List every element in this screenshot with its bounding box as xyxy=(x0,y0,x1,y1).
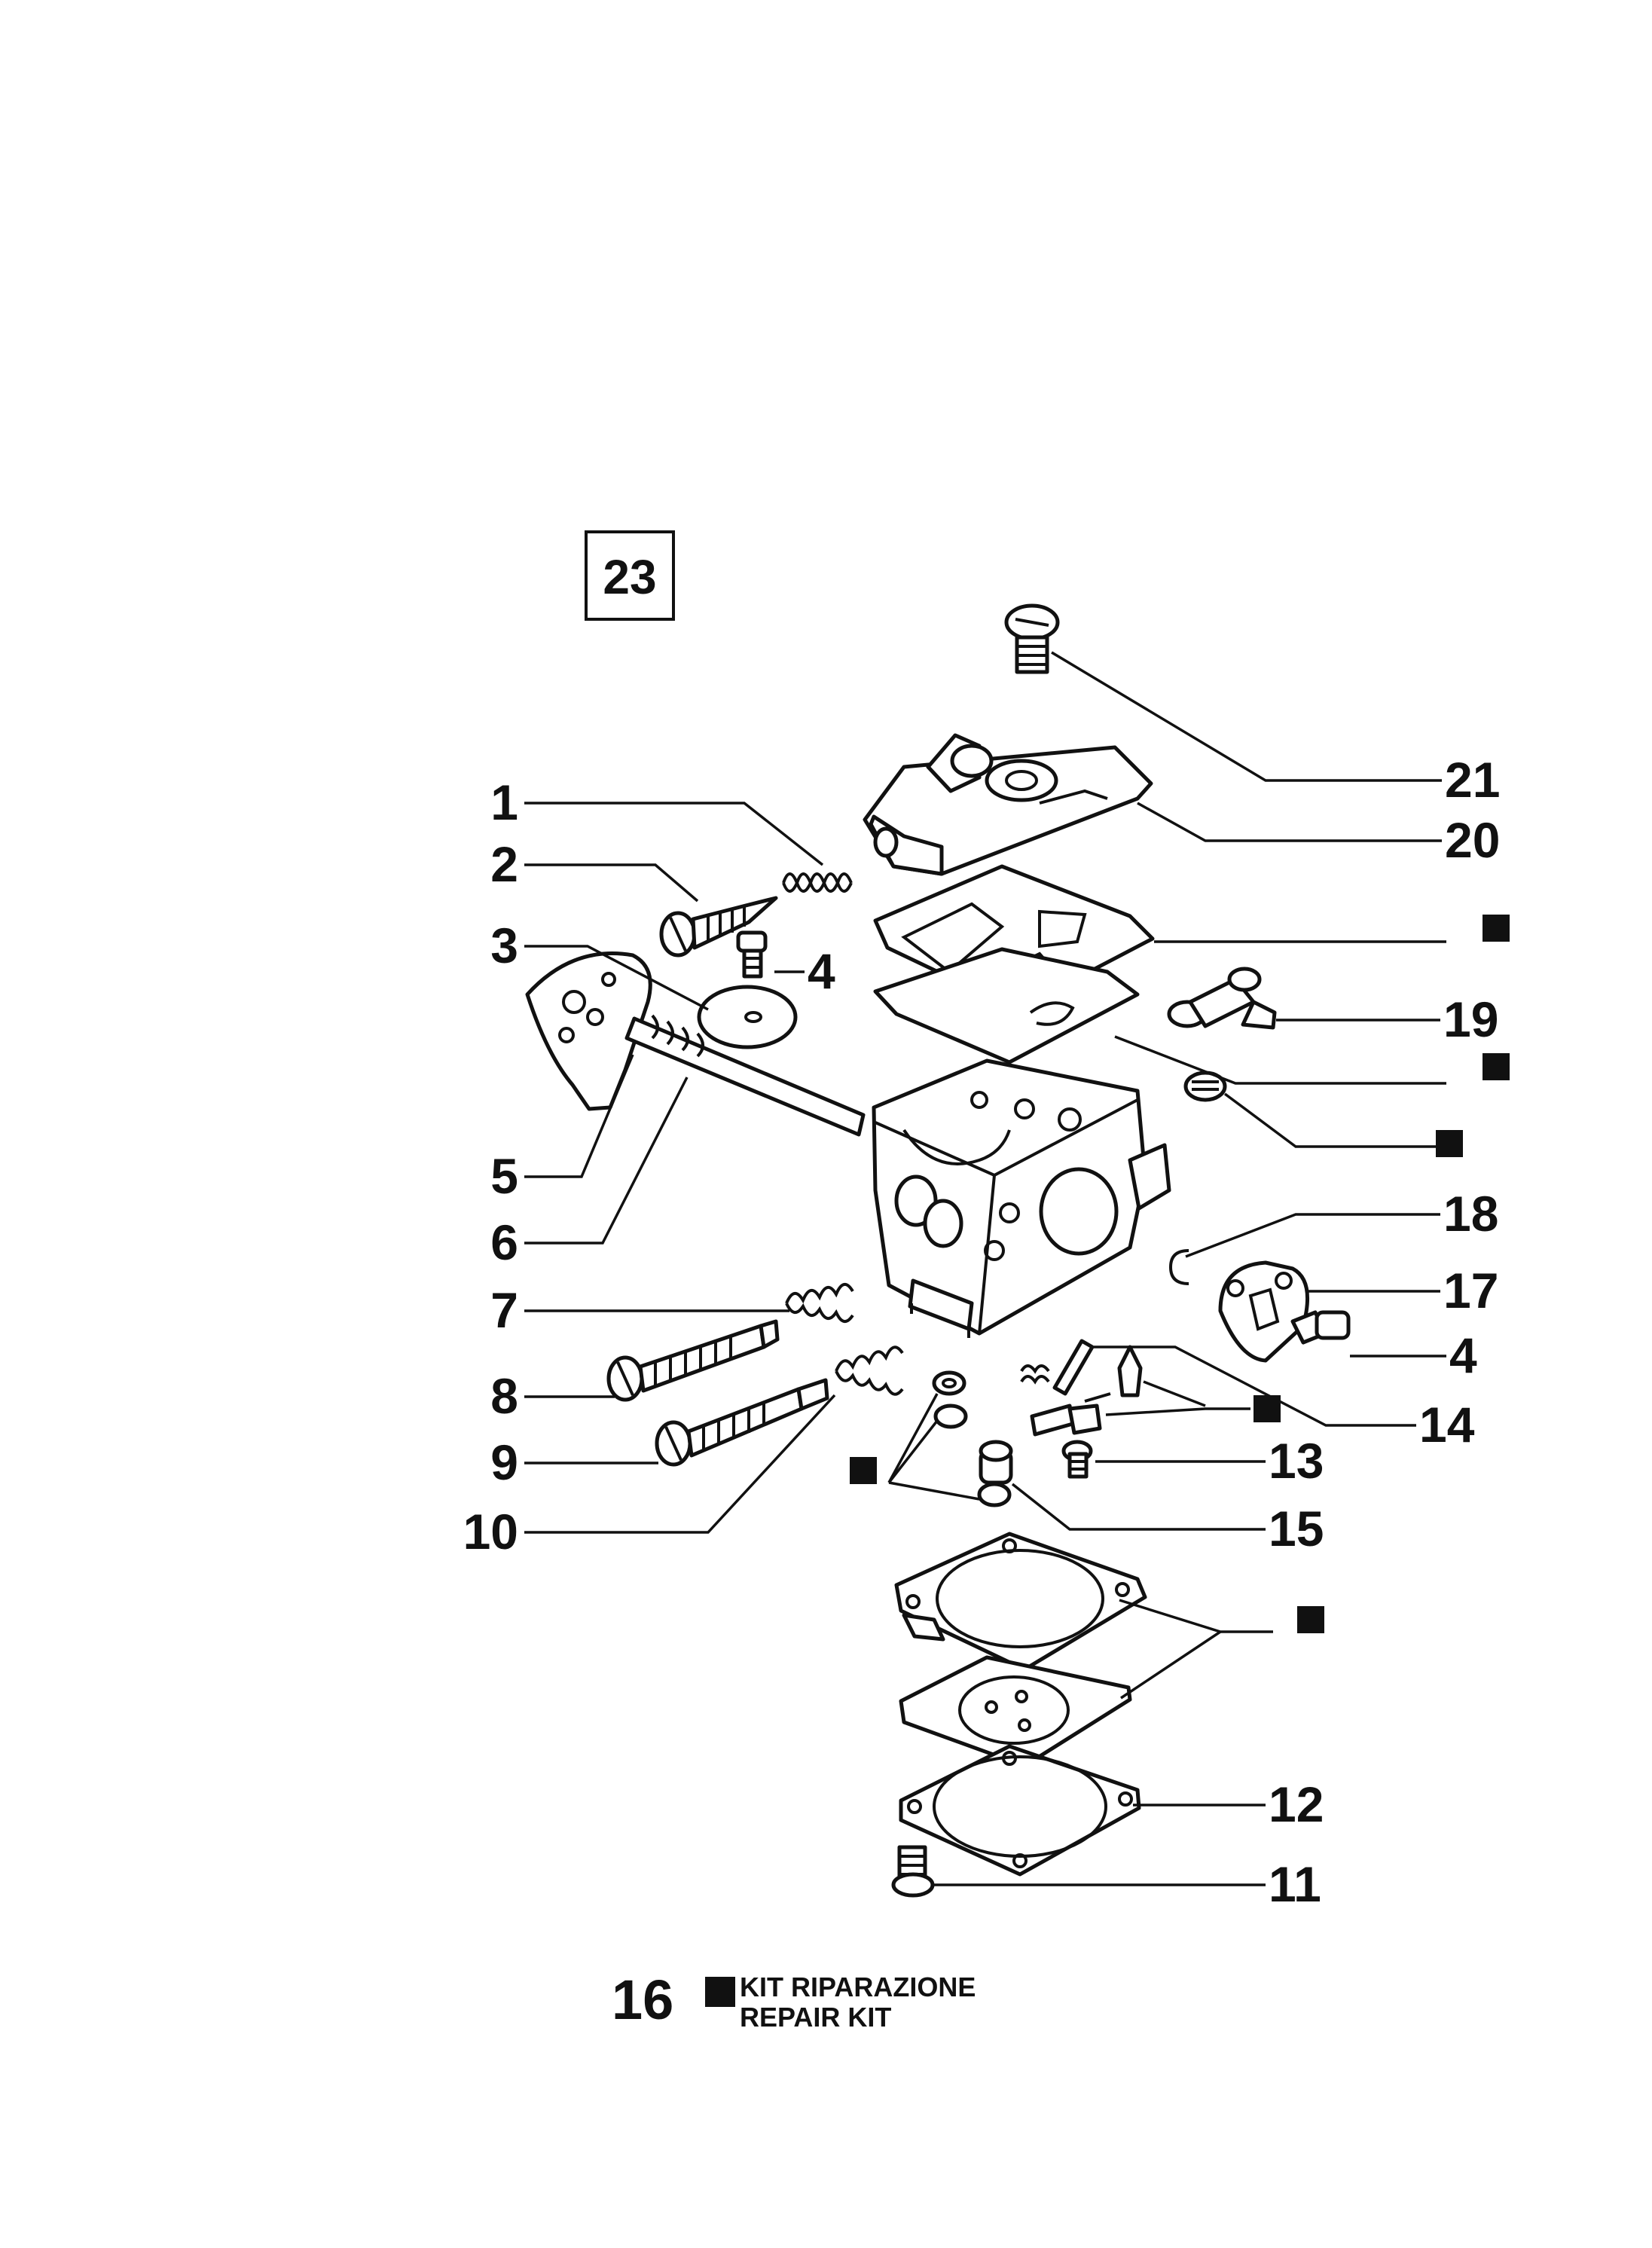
callout-11: 11 xyxy=(1269,1856,1321,1912)
upper-gasket-2 xyxy=(873,947,1140,1064)
part-18-clip xyxy=(1168,1249,1189,1285)
washers xyxy=(932,1370,1012,1507)
part-15-seat xyxy=(979,1440,1013,1485)
part-2-needle-screw xyxy=(659,896,778,958)
legend: 16 KIT RIPARAZIONE REPAIR KIT xyxy=(612,1969,976,2033)
callout-4a: 4 xyxy=(808,943,835,999)
callout-7: 7 xyxy=(490,1282,518,1338)
part-12-cover xyxy=(899,1744,1141,1877)
legend-line-1: KIT RIPARAZIONE xyxy=(740,1972,976,2002)
kit-marker-lower-gaskets xyxy=(1297,1606,1324,1633)
part-7-spring xyxy=(785,1283,854,1323)
part-13-screw xyxy=(1061,1440,1093,1479)
part-21-screw xyxy=(1004,603,1060,674)
callout-6: 6 xyxy=(490,1214,518,1270)
callout-2: 2 xyxy=(490,836,518,892)
callout-1: 1 xyxy=(490,774,518,830)
part-1-spring xyxy=(782,872,853,893)
repair-kit-markers xyxy=(850,915,1510,1633)
part-9-adjust-screw xyxy=(655,1378,829,1467)
callout-10: 10 xyxy=(463,1504,518,1559)
callout-5: 5 xyxy=(490,1148,518,1204)
leader-lines xyxy=(524,651,1446,1886)
part-4-screw-upper xyxy=(736,930,768,979)
part-4-screw-lower xyxy=(1290,1310,1351,1345)
part-3-disc xyxy=(697,985,798,1049)
part-19-elbow xyxy=(1167,967,1277,1030)
figure-number: 23 xyxy=(603,550,656,604)
legend-line-2: REPAIR KIT xyxy=(740,2002,891,2033)
kit-marker-gasket-2 xyxy=(1483,1053,1510,1080)
callout-18: 18 xyxy=(1443,1186,1498,1242)
carburetor-body xyxy=(872,1058,1171,1338)
diaphragm xyxy=(899,1655,1132,1768)
callout-14: 14 xyxy=(1419,1397,1475,1452)
callout-15: 15 xyxy=(1269,1501,1324,1556)
callout-19: 19 xyxy=(1443,991,1498,1047)
callout-3: 3 xyxy=(490,918,518,973)
part-5-6-lever-shaft xyxy=(525,951,866,1137)
part-20-cover xyxy=(863,733,1153,876)
kit-marker-filter xyxy=(1436,1130,1463,1157)
callout-9: 9 xyxy=(490,1434,518,1490)
lower-gasket xyxy=(894,1532,1147,1672)
kit-marker-needle-lever xyxy=(1254,1395,1281,1422)
callout-17: 17 xyxy=(1443,1263,1498,1318)
callout-12: 12 xyxy=(1269,1776,1324,1832)
callout-20: 20 xyxy=(1445,812,1500,868)
filter-screen xyxy=(1183,1071,1227,1102)
callout-13: 13 xyxy=(1269,1433,1324,1489)
part-17-plate xyxy=(1218,1260,1309,1363)
part-11-screw xyxy=(891,1845,935,1898)
callout-4b: 4 xyxy=(1449,1327,1477,1383)
callout-21: 21 xyxy=(1445,752,1500,808)
part-10-spring xyxy=(835,1345,904,1396)
kit-marker-upper-gasket xyxy=(1483,915,1510,942)
part-8-adjust-screw xyxy=(606,1319,780,1402)
figure-number-box: 23 xyxy=(585,530,675,621)
legend-kit-symbol xyxy=(705,1977,735,2007)
page-number: 16 xyxy=(612,1969,673,2031)
small-parts-needle-lever xyxy=(1020,1339,1143,1437)
callout-numbers: 1 2 3 4 5 6 7 8 9 10 11 12 13 14 15 17 1… xyxy=(463,752,1501,1912)
kit-marker-washers xyxy=(850,1457,877,1484)
callout-8: 8 xyxy=(490,1368,518,1424)
